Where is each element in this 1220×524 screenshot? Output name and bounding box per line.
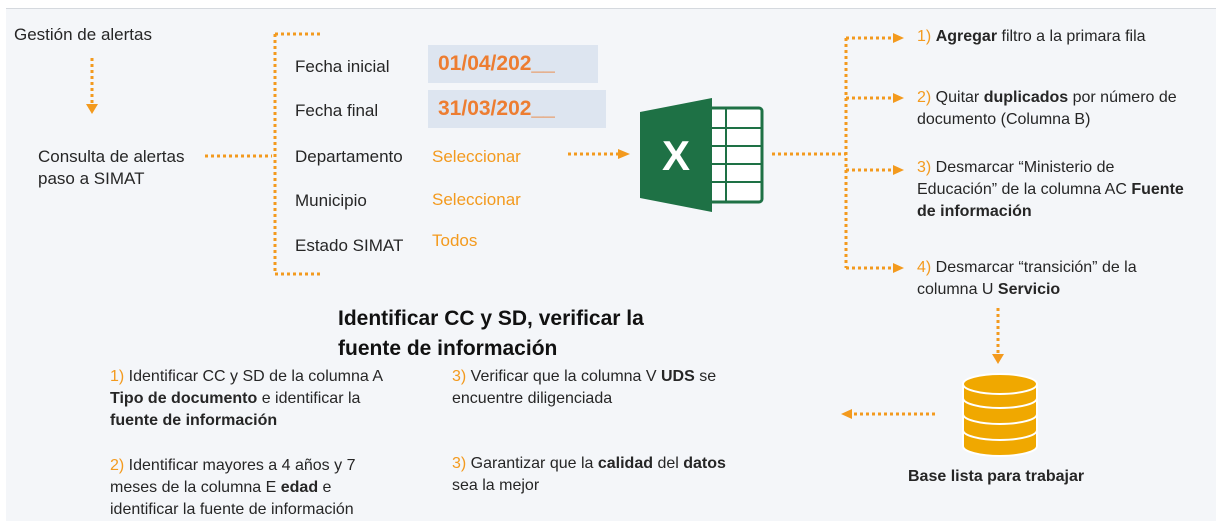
gestion-label: Gestión de alertas — [14, 25, 152, 44]
step-1: 1) Agregar filtro a la primara fila — [917, 28, 1146, 45]
bottom-item-4: 3) Garantizar que la calidad del datos s… — [452, 455, 726, 494]
consulta-label: Consulta de alertas paso a SIMAT — [38, 147, 185, 188]
fecha-final-field[interactable]: 31/03/202__ — [428, 90, 606, 128]
step-2: 2) Quitar duplicados por número de docum… — [917, 89, 1177, 128]
estado-simat-label: Estado SIMAT — [295, 236, 404, 255]
departamento-label: Departamento — [295, 147, 403, 166]
departamento-select[interactable]: Seleccionar — [432, 147, 521, 166]
step-3: 3) Desmarcar “Ministerio de Educación” d… — [917, 159, 1184, 220]
municipio-select[interactable]: Seleccionar — [432, 190, 521, 209]
fecha-final-label: Fecha final — [295, 101, 379, 120]
municipio-label: Municipio — [295, 191, 367, 210]
estado-simat-select[interactable]: Todos — [432, 231, 478, 250]
base-lista-label: Base lista para trabajar — [908, 468, 1085, 485]
bottom-item-1: 1) Identificar CC y SD de la columna A T… — [110, 368, 384, 429]
svg-text:X: X — [662, 132, 690, 179]
bottom-item-2: 2) Identificar mayores a 4 años y 7 mese… — [110, 457, 356, 518]
bottom-title: Identificar CC y SD, verificar la fuente… — [338, 307, 644, 360]
fecha-inicial-label: Fecha inicial — [295, 57, 390, 76]
fecha-inicial-field[interactable]: 01/04/202__ — [428, 45, 598, 83]
step-4: 4) Desmarcar “transición” de la columna … — [917, 259, 1137, 298]
bottom-item-3: 3) Verificar que la columna V UDS se enc… — [452, 368, 717, 407]
